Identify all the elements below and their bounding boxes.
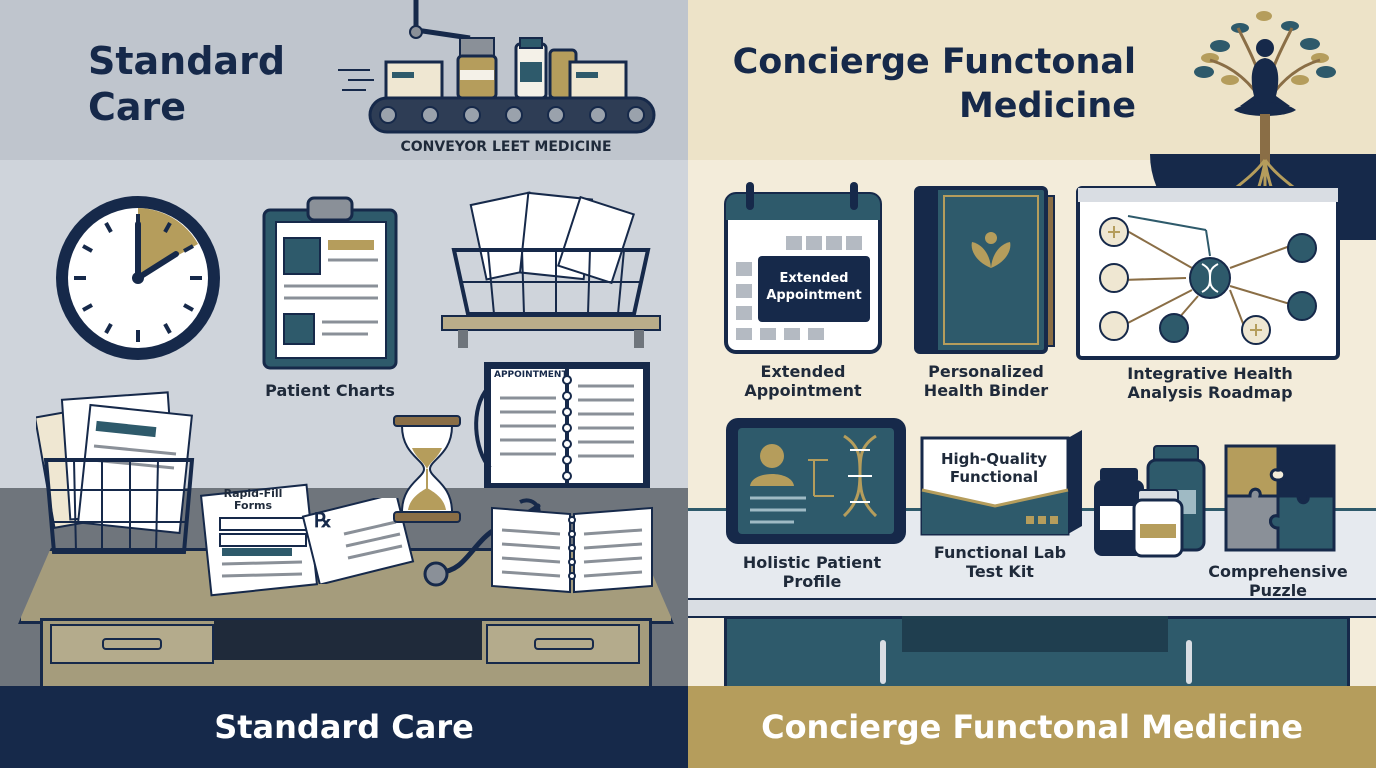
desk-drawer-left-handle — [102, 638, 162, 650]
standard-care-heading: Standard Care — [88, 39, 286, 129]
functional-medicine-banner: Concierge Functonal Medicine — [688, 686, 1376, 768]
integrative-roadmap-label: Integrative Health Analysis Roadmap — [1127, 364, 1293, 402]
robot-arm — [413, 0, 471, 41]
desk-drawer-right-handle — [534, 638, 594, 650]
appointment-book-icon — [474, 362, 650, 488]
calendar-icon — [724, 182, 882, 354]
paper-basket-shelf-icon — [441, 191, 661, 348]
appointment-book-label: APPOINTMENT — [494, 370, 568, 380]
clipboard-patient-chart-icon — [262, 196, 398, 370]
holistic-profile-tablet-icon — [726, 418, 906, 544]
personalized-health-binder-label: Personalized Health Binder — [923, 362, 1049, 400]
rx-symbol: ℞ — [314, 508, 332, 532]
hourglass-icon — [393, 415, 461, 523]
conveyor-box-1 — [384, 60, 444, 100]
extended-appointment-label: Extended Appointment — [744, 362, 862, 400]
meditation-tree-icon — [1194, 11, 1336, 234]
rapid-fill-forms-icon — [199, 483, 319, 597]
desk-drawer-right — [486, 624, 640, 664]
patient-charts-label: Patient Charts — [265, 381, 395, 400]
open-notebook-icon — [491, 506, 653, 594]
functional-medicine-heading: Concierge Functonal Medicine — [732, 42, 1136, 126]
conveyor-box-2 — [568, 60, 628, 100]
cabinet-handle-1 — [880, 640, 886, 684]
health-binder-icon — [914, 186, 1055, 354]
integrative-roadmap-icon — [1076, 186, 1340, 360]
prescription-pad-icon — [301, 498, 415, 584]
speed-lines — [338, 69, 374, 91]
conveyor-label: CONVEYOR LEET MEDICINE — [400, 139, 612, 155]
functional-counter-edge — [688, 598, 1376, 618]
comprehensive-puzzle-label: Comprehensive Puzzle — [1208, 562, 1348, 600]
holistic-patient-profile-label: Holistic Patient Profile — [742, 553, 882, 591]
lab-kit-box-text: High-Quality Functional — [940, 450, 1048, 486]
supplement-bottles-icon — [1094, 445, 1206, 558]
rapid-fill-forms-label: Rapid-Fill Forms — [223, 487, 283, 512]
desk-kneehole — [214, 620, 482, 660]
clock-icon — [56, 196, 220, 360]
wire-basket-forms-icon — [36, 391, 195, 554]
cabinet-handle-2 — [1186, 640, 1192, 684]
lab-test-kit-box-icon — [920, 430, 1082, 536]
standard-care-banner: Standard Care — [0, 686, 688, 768]
desk-drawer-left — [50, 624, 214, 664]
conveyor-belt-illustration — [338, 0, 656, 134]
calendar-extended-appointment-badge: Extended Appointment — [766, 271, 862, 303]
functional-lab-test-kit-label: Functional Lab Test Kit — [933, 543, 1067, 581]
functional-cabinet-recess — [902, 616, 1168, 652]
puzzle-icon — [1224, 444, 1336, 552]
